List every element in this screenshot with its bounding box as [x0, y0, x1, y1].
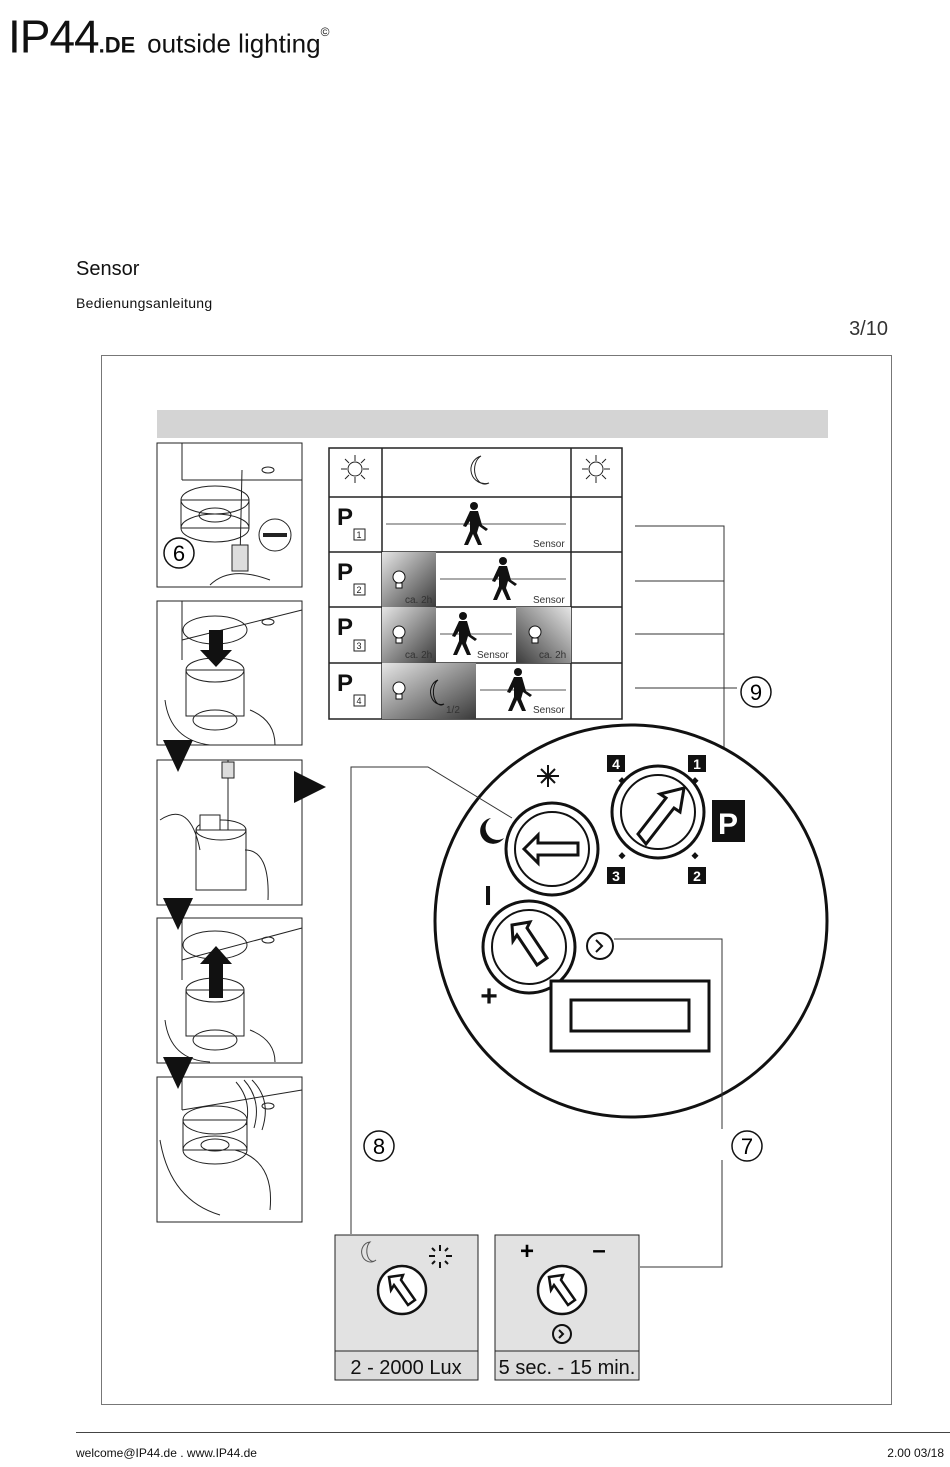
program-index: 4	[356, 696, 361, 706]
dial-position-4: 4	[612, 756, 620, 772]
step-number-8: 8	[373, 1134, 385, 1159]
walking-person-icon	[507, 668, 532, 711]
brand-domain: .DE	[98, 32, 136, 58]
moon-icon	[480, 818, 504, 844]
lightbulb-icon	[392, 681, 406, 700]
header-band	[157, 410, 828, 438]
step-number-9: 9	[750, 680, 762, 705]
lightbulb-icon	[392, 625, 406, 644]
brand-tagline: outside lighting	[147, 28, 321, 59]
arrow-up-icon	[200, 946, 232, 998]
program-letter: P	[337, 614, 353, 641]
time-minus-symbol: –	[592, 1237, 605, 1264]
right-arrow-icon	[294, 771, 326, 803]
footer-version: 2.00 03/18	[887, 1446, 944, 1460]
dial-position-1: 1	[693, 756, 701, 772]
cell-label: Sensor	[533, 595, 565, 606]
cell-label: Sensor	[477, 650, 509, 661]
sun-icon	[429, 1245, 452, 1268]
footer-contact: welcome@IP44.de . www.IP44.de	[76, 1446, 257, 1460]
down-arrow-icon	[163, 898, 193, 930]
moon-icon	[361, 1241, 377, 1263]
program-letter: P	[337, 504, 353, 531]
dial-arrow-icon	[521, 831, 580, 867]
lux-dial	[504, 801, 600, 897]
down-arrow-icon	[163, 740, 193, 772]
footer-divider	[76, 1432, 950, 1433]
program-index: 1	[356, 530, 361, 540]
step-circle-7	[731, 1130, 763, 1162]
time-range-label: 5 sec. - 15 min.	[499, 1357, 636, 1379]
walking-person-icon	[463, 502, 488, 545]
step-photo-4	[156, 917, 303, 1064]
dial-arrow-icon	[510, 920, 550, 968]
lux-range-label: 2 - 2000 Lux	[350, 1357, 461, 1379]
dial-plus-symbol: +	[480, 980, 498, 1013]
dial-position-3: 3	[612, 868, 620, 884]
dial-arrow-icon	[387, 1273, 417, 1307]
down-arrow-icon	[163, 1057, 193, 1089]
light-period-cell	[382, 552, 436, 607]
clock-icon	[586, 932, 614, 960]
lightbulb-icon	[392, 570, 406, 589]
time-dial	[481, 899, 577, 995]
cell-label: ca. 2h	[539, 650, 566, 661]
dial-arrow-icon	[547, 1273, 577, 1307]
cell-label: Sensor	[533, 705, 565, 716]
step-circle-9	[740, 676, 772, 708]
step-photo-2	[156, 600, 303, 746]
sun-icon	[341, 455, 369, 483]
illustration-frame	[101, 355, 892, 1405]
lightbulb-icon	[528, 625, 542, 644]
page-number: 3/10	[849, 318, 888, 340]
walking-person-icon	[452, 612, 477, 655]
program-letter: P	[337, 559, 353, 586]
program-index: 2	[356, 585, 361, 595]
step-circle-6	[163, 537, 195, 569]
cell-label: ca. 2h	[405, 650, 432, 661]
step-photo-3	[156, 759, 303, 906]
moon-icon	[470, 455, 490, 485]
step-number-6: 6	[173, 541, 185, 566]
light-period-cell	[516, 607, 571, 663]
cell-label: 1/2	[446, 705, 460, 716]
brand-logo: IP44.DE outside lighting©	[8, 4, 330, 73]
dial-minus-symbol: I	[484, 880, 492, 911]
program-index: 3	[356, 641, 361, 651]
dial-arrow-icon	[636, 785, 686, 847]
step-circle-8	[363, 1130, 395, 1162]
document-subtitle: Bedienungsanleitung	[76, 295, 213, 311]
cell-label: ca. 2h	[405, 595, 432, 606]
cell-label: Sensor	[533, 539, 565, 550]
brand-name: IP44	[8, 10, 100, 63]
step-photo-5	[156, 1076, 303, 1223]
sun-icon	[582, 455, 610, 483]
walking-person-icon	[492, 557, 517, 600]
arrow-down-icon	[200, 630, 232, 667]
copyright-mark: ©	[320, 25, 330, 39]
moon-icon	[430, 679, 445, 706]
clock-icon	[552, 1324, 572, 1344]
program-badge: P	[718, 808, 738, 841]
light-period-cell	[382, 607, 436, 663]
step-number-7: 7	[741, 1134, 753, 1159]
sun-icon	[537, 765, 559, 787]
time-plus-symbol: +	[520, 1238, 534, 1265]
program-dial	[610, 764, 706, 860]
sensor-window	[549, 979, 711, 1053]
document-title: Sensor	[76, 258, 140, 280]
program-letter: P	[337, 670, 353, 697]
dial-position-2: 2	[693, 868, 701, 884]
